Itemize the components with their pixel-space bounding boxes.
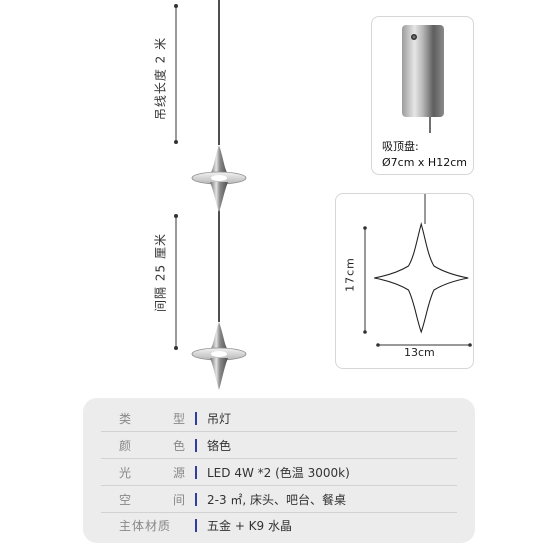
pendant-lamp-lower (191, 322, 247, 390)
canopy-size: Ø7cm x H12cm (382, 156, 467, 169)
spec-key: 空间 (119, 492, 185, 507)
accent-bar (195, 411, 197, 425)
spec-table: 类型 吊灯 颜色 铬色 光源 LED 4W *2 (色温 3000k) 空间 2… (83, 398, 475, 543)
spec-row-color: 颜色 铬色 (101, 432, 457, 459)
spec-value: 五金 + K9 水晶 (207, 518, 293, 533)
spec-row-space: 空间 2-3 ㎡, 床头、吧台、餐桌 (101, 486, 457, 513)
accent-bar (195, 518, 197, 532)
spec-value: 铬色 (207, 438, 232, 453)
spacing-label: 间隔 25 厘米 (153, 233, 168, 312)
spec-key: 颜色 (119, 438, 185, 453)
spec-key: 光源 (119, 465, 185, 480)
pendant-outline-drawing (363, 194, 472, 347)
pendant-product-drawing (174, 0, 247, 390)
spec-row-light-source: 光源 LED 4W *2 (色温 3000k) (101, 459, 457, 486)
pendant-height-label: 17cm (343, 257, 357, 292)
accent-bar (195, 438, 197, 452)
spec-key: 类型 (119, 411, 185, 426)
accent-bar (195, 492, 197, 506)
pendant-width-label: 13cm (404, 346, 435, 359)
canopy-label: 吸顶盘: (382, 140, 419, 153)
cable-length-label: 吊线长度 2 米 (153, 36, 168, 121)
accent-bar (195, 465, 197, 479)
spec-key: 主体材质 (119, 518, 172, 533)
canopy-image (402, 25, 444, 133)
pendant-dimension-panel: 17cm 13cm (335, 193, 474, 369)
canopy-panel: 吸顶盘: Ø7cm x H12cm (371, 16, 474, 175)
spec-value: 吊灯 (207, 411, 232, 426)
spec-row-type: 类型 吊灯 (101, 405, 457, 432)
spec-value: LED 4W *2 (色温 3000k) (207, 465, 350, 480)
spec-row-material: 主体材质 五金 + K9 水晶 (101, 512, 457, 538)
pendant-lamp-upper (191, 145, 247, 212)
spec-value: 2-3 ㎡, 床头、吧台、餐桌 (207, 492, 347, 507)
